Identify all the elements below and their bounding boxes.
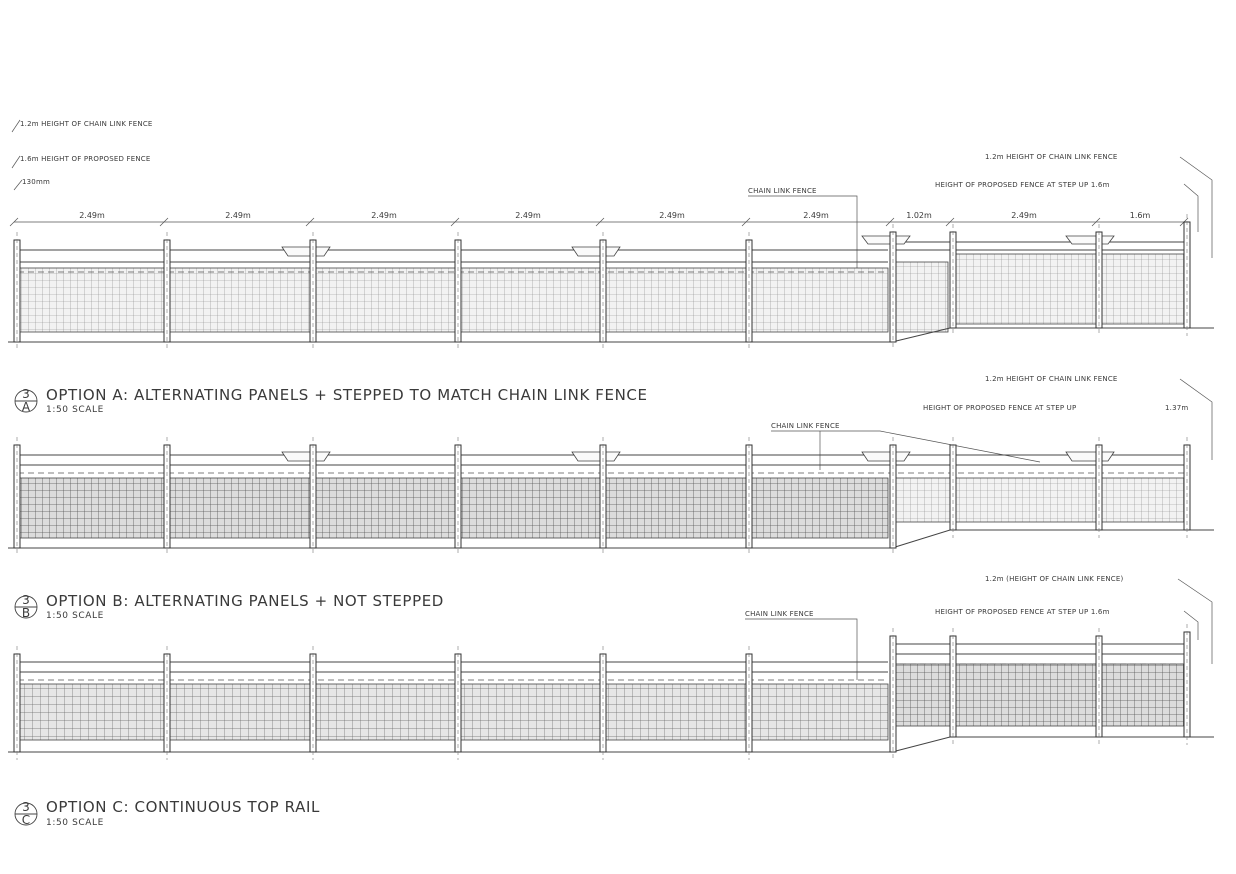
reference-letter: B <box>22 606 30 620</box>
dim-label: 2.49m <box>79 211 105 220</box>
dimension-tick <box>159 217 169 227</box>
option-b-title-block: 3 B OPTION B: ALTERNATING PANELS + NOT S… <box>14 592 444 621</box>
mesh-panel <box>889 477 1188 523</box>
option-c-step-height: HEIGHT OF PROPOSED FENCE AT STEP UP 1.6m <box>935 608 1110 616</box>
mesh-panel <box>889 663 1188 727</box>
mesh-panel <box>17 267 889 333</box>
reference-number: 3 <box>22 800 30 814</box>
option-c-title-block: 3 C OPTION C: CONTINUOUS TOP RAIL 1:50 S… <box>14 798 320 828</box>
dimension-tick <box>450 217 460 227</box>
mesh-panel <box>17 477 889 539</box>
option-b-chain-link-height: 1.2m HEIGHT OF CHAIN LINK FENCE <box>985 375 1118 383</box>
note-post-offset: 130mm <box>22 178 50 186</box>
option-a-title-block: 3 A OPTION A: ALTERNATING PANELS + STEPP… <box>14 386 648 415</box>
option-b-step-height: HEIGHT OF PROPOSED FENCE AT STEP UP <box>923 404 1076 412</box>
reference-letter: C <box>22 813 30 827</box>
option-a-dimension-line: 2.49m 2.49m 2.49m 2.49m 2.49m 2.49m 1.02… <box>9 211 1189 227</box>
dimension-tick <box>9 217 19 227</box>
reference-number: 3 <box>22 593 30 607</box>
dimension-tick <box>741 217 751 227</box>
option-b-chain-link-label: CHAIN LINK FENCE <box>771 422 840 430</box>
reference-number: 3 <box>22 387 30 401</box>
dim-label: 2.49m <box>1011 211 1037 220</box>
option-b-title: OPTION B: ALTERNATING PANELS + NOT STEPP… <box>46 592 444 610</box>
option-b-scale: 1:50 SCALE <box>46 611 104 621</box>
option-a-elevation: 2.49m 2.49m 2.49m 2.49m 2.49m 2.49m 1.02… <box>8 153 1214 350</box>
dim-label: 1.02m <box>906 211 932 220</box>
dimension-tick <box>305 217 315 227</box>
mesh-panel <box>17 683 889 741</box>
note-proposed-height: 1.6m HEIGHT OF PROPOSED FENCE <box>20 155 150 163</box>
option-c-scale: 1:50 SCALE <box>46 818 104 828</box>
dim-label: 1.6m <box>1130 211 1151 220</box>
option-a-scale: 1:50 SCALE <box>46 405 104 415</box>
dimension-tick <box>595 217 605 227</box>
option-c-chain-link-label: CHAIN LINK FENCE <box>745 610 814 618</box>
reference-letter: A <box>22 400 31 414</box>
dimension-tick <box>945 217 955 227</box>
mesh-panel <box>954 253 1188 325</box>
option-a-chain-link-height: 1.2m HEIGHT OF CHAIN LINK FENCE <box>985 153 1118 161</box>
header-notes: 1.2m HEIGHT OF CHAIN LINK FENCE 1.6m HEI… <box>11 119 153 191</box>
dim-label: 2.49m <box>659 211 685 220</box>
dim-label: 2.49m <box>803 211 829 220</box>
dimension-tick <box>885 217 895 227</box>
option-b-elevation: 1.2m HEIGHT OF CHAIN LINK FENCE HEIGHT O… <box>8 375 1214 556</box>
note-chain-link-height: 1.2m HEIGHT OF CHAIN LINK FENCE <box>20 120 153 128</box>
option-b-step-height-value: 1.37m <box>1165 404 1188 412</box>
option-c-title: OPTION C: CONTINUOUS TOP RAIL <box>46 798 320 816</box>
option-a-step-height: HEIGHT OF PROPOSED FENCE AT STEP UP 1.6m <box>935 181 1110 189</box>
dimension-tick <box>1091 217 1101 227</box>
mesh-panel <box>889 261 949 333</box>
dim-label: 2.49m <box>515 211 541 220</box>
dim-label: 2.49m <box>371 211 397 220</box>
option-a-chain-link-label: CHAIN LINK FENCE <box>748 187 817 195</box>
option-a-title: OPTION A: ALTERNATING PANELS + STEPPED T… <box>46 386 648 404</box>
option-c-chain-link-height: 1.2m (HEIGHT OF CHAIN LINK FENCE) <box>985 575 1123 583</box>
dim-label: 2.49m <box>225 211 251 220</box>
option-c-elevation: 1.2m (HEIGHT OF CHAIN LINK FENCE) HEIGHT… <box>8 575 1214 760</box>
